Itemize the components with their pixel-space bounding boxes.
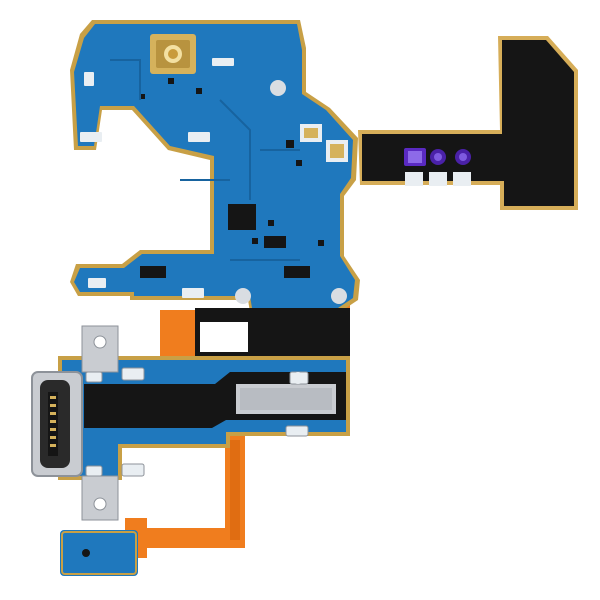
usb-c-port-icon: [31, 325, 119, 521]
ic-chip-3: [140, 266, 166, 278]
mic-flex-cable: [125, 430, 245, 558]
mount-hole-top: [270, 80, 286, 96]
ic-chip: [228, 204, 256, 230]
sensor-flex-extension: [358, 36, 578, 210]
smd-components: [80, 58, 234, 298]
mount-hole-left: [235, 288, 251, 304]
microphone-icon: [82, 549, 90, 557]
ic-chip-2: [264, 236, 286, 248]
sensor-window-icon: [404, 148, 471, 186]
mic-board: [60, 530, 138, 576]
ic-chip-4: [284, 266, 310, 278]
antenna-contact-pad-icon: [150, 34, 196, 74]
usb-board: [58, 356, 350, 480]
orange-flex-mid: [160, 310, 205, 360]
main-pcb: [70, 20, 360, 312]
mount-hole-right: [331, 288, 347, 304]
